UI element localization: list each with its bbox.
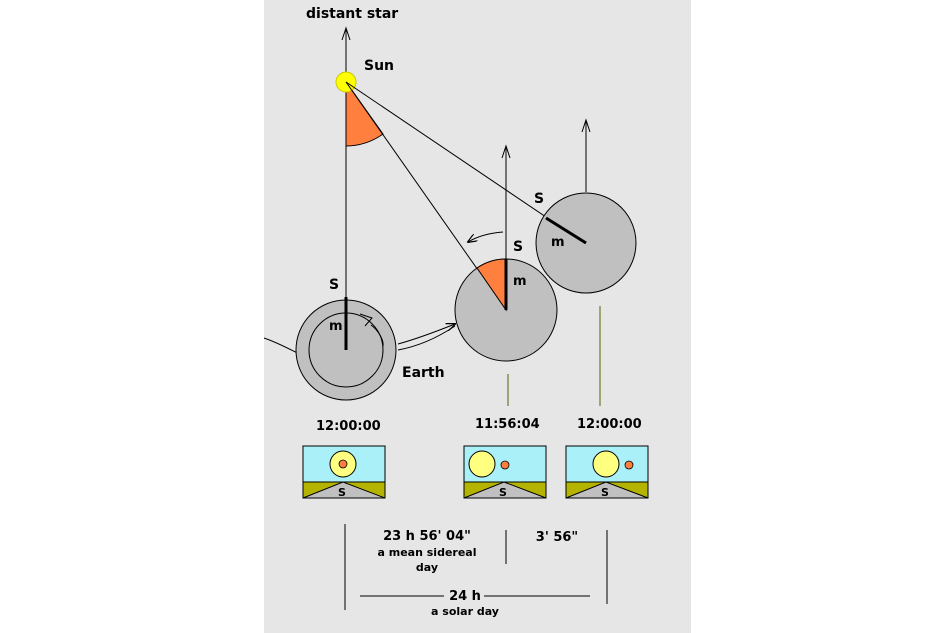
distant-star-arrow bbox=[341, 26, 351, 41]
difference-value: 3' 56" bbox=[536, 530, 578, 545]
sidereal-day-value: 23 h 56' 04" bbox=[383, 529, 471, 544]
star-dot-icon bbox=[500, 460, 510, 470]
earth-position-2: S m bbox=[454, 144, 558, 362]
solar-day-value: 24 h bbox=[449, 589, 481, 604]
sun-angle-wedge bbox=[345, 80, 384, 147]
south-label-3: S bbox=[601, 486, 609, 499]
solar-day-caption: a solar day bbox=[431, 605, 499, 618]
m-label-3: m bbox=[551, 235, 565, 250]
star-dot-icon bbox=[338, 459, 348, 469]
time-label-3: 12:00:00 bbox=[577, 417, 642, 432]
s-label-1: S bbox=[329, 277, 339, 293]
time-label-1: 12:00:00 bbox=[316, 419, 381, 434]
rotation-arrow bbox=[370, 324, 384, 347]
sky-view-3: S bbox=[565, 445, 649, 499]
orbit-arrow bbox=[397, 324, 455, 345]
s-label-2: S bbox=[513, 239, 523, 255]
south-label-2: S bbox=[499, 486, 507, 499]
s-label-3: S bbox=[534, 191, 544, 207]
earth-position-1: S m bbox=[295, 277, 397, 401]
orbit-arrow-second bbox=[397, 325, 456, 351]
earth-position-3: S m bbox=[534, 118, 637, 294]
sun-label: Sun bbox=[364, 58, 394, 74]
sun-disc-icon bbox=[592, 450, 620, 478]
earth-label: Earth bbox=[402, 365, 445, 381]
time-label-2: 11:56:04 bbox=[475, 417, 540, 432]
sidereal-day-caption-2: day bbox=[416, 561, 438, 574]
distant-star-label: distant star bbox=[306, 6, 398, 22]
m-label-2: m bbox=[513, 274, 527, 289]
sky-view-2: S bbox=[463, 445, 547, 499]
star-dot-icon bbox=[624, 460, 634, 470]
south-label-1: S bbox=[338, 486, 346, 499]
sky-view-1: S bbox=[302, 445, 386, 499]
sidereal-day-caption-1: a mean sidereal bbox=[378, 546, 477, 559]
meridian-line-3 bbox=[545, 216, 587, 245]
rotation-arrow-2 bbox=[468, 231, 504, 242]
earth-angle-wedge bbox=[476, 258, 507, 312]
star-direction-arrow-3 bbox=[581, 118, 591, 133]
sun-disc-icon bbox=[468, 450, 496, 478]
star-direction-arrow-2 bbox=[501, 144, 511, 159]
m-label-1: m bbox=[329, 319, 343, 334]
